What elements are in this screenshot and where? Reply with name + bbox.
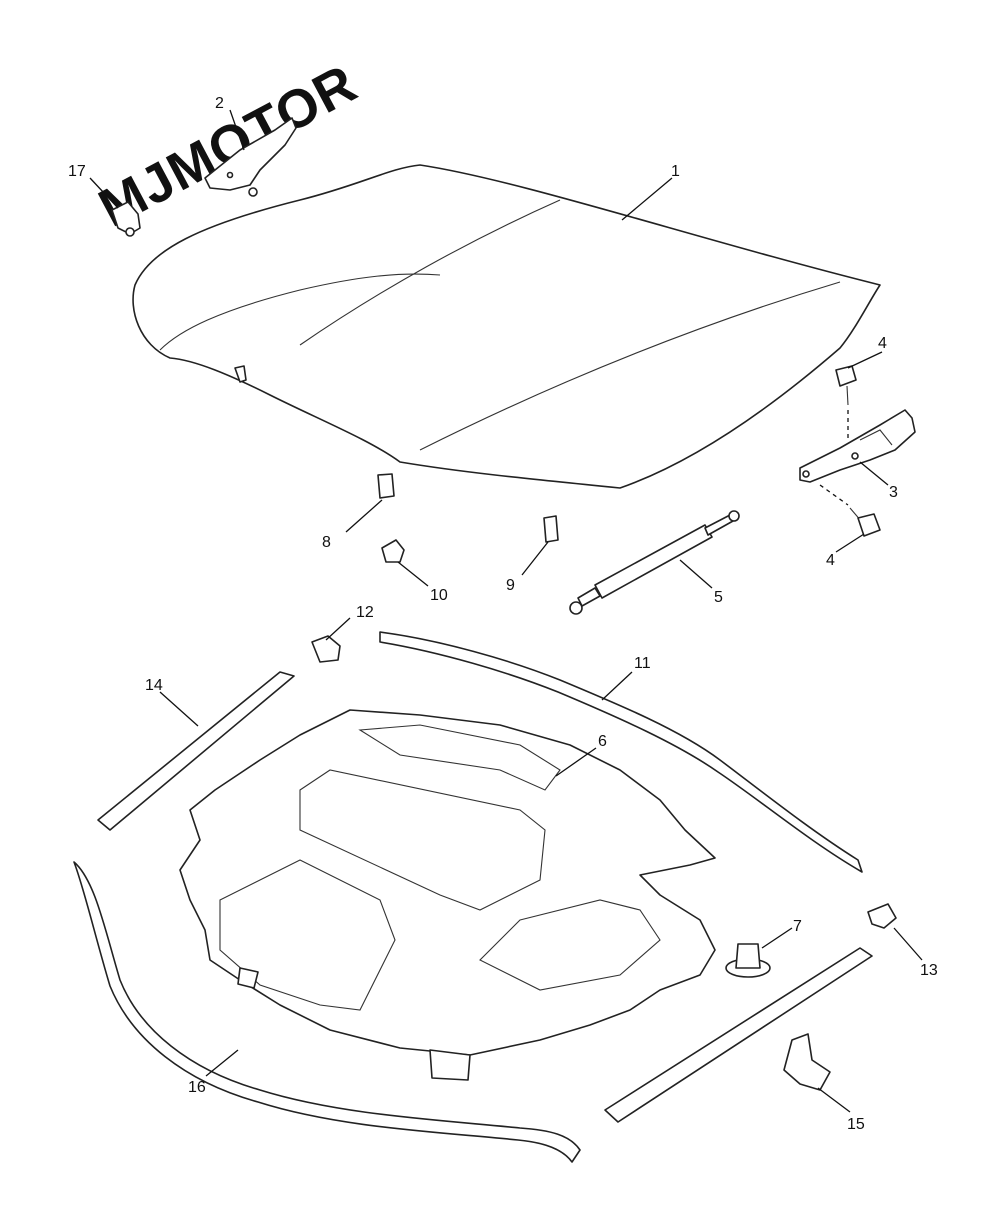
bumper-9 — [543, 515, 559, 543]
stopper-10 — [381, 539, 405, 563]
callout-5: 5 — [714, 589, 723, 606]
seal-strip-11 — [379, 631, 863, 873]
bolt-axis-lower — [819, 484, 849, 506]
hinge-left — [204, 117, 297, 197]
strip-14 — [97, 671, 295, 831]
bumper-stop-17 — [111, 201, 141, 237]
callout-9: 9 — [506, 577, 515, 594]
push-clip-7 — [725, 943, 771, 978]
callout-3: 3 — [889, 484, 898, 501]
callout-6: 6 — [598, 733, 607, 750]
callout-11: 11 — [634, 655, 651, 672]
callout-15: 15 — [847, 1116, 865, 1133]
retainer-15 — [783, 1033, 831, 1091]
callout-16: 16 — [188, 1079, 206, 1096]
callout-13: 13 — [920, 962, 938, 979]
callout-8: 8 — [322, 534, 331, 551]
hinge-right — [799, 409, 916, 483]
callout-2: 2 — [215, 95, 224, 112]
leader-lines — [89, 109, 923, 1113]
callout-17: 17 — [68, 163, 86, 180]
clip-13 — [867, 903, 897, 929]
callout-1: 1 — [671, 163, 680, 180]
callout-numbers: 1 2 3 4 4 5 6 7 8 9 10 11 12 13 14 15 16… — [68, 95, 938, 1133]
clip-12 — [311, 635, 341, 663]
callout-14: 14 — [145, 677, 163, 694]
callout-7: 7 — [793, 918, 802, 935]
bolt-upper — [835, 365, 857, 406]
hood-panel — [132, 164, 881, 489]
bumper-8 — [377, 473, 395, 499]
callout-12: 12 — [356, 604, 374, 621]
gas-strut — [569, 510, 740, 615]
hood-insulator — [179, 709, 716, 1081]
callout-4-lower: 4 — [826, 552, 835, 569]
seal-strip-16 — [73, 861, 581, 1163]
bolt-lower — [849, 507, 881, 537]
callout-4-upper: 4 — [878, 335, 887, 352]
callout-10: 10 — [430, 587, 448, 604]
lower-right-strip — [604, 947, 873, 1123]
